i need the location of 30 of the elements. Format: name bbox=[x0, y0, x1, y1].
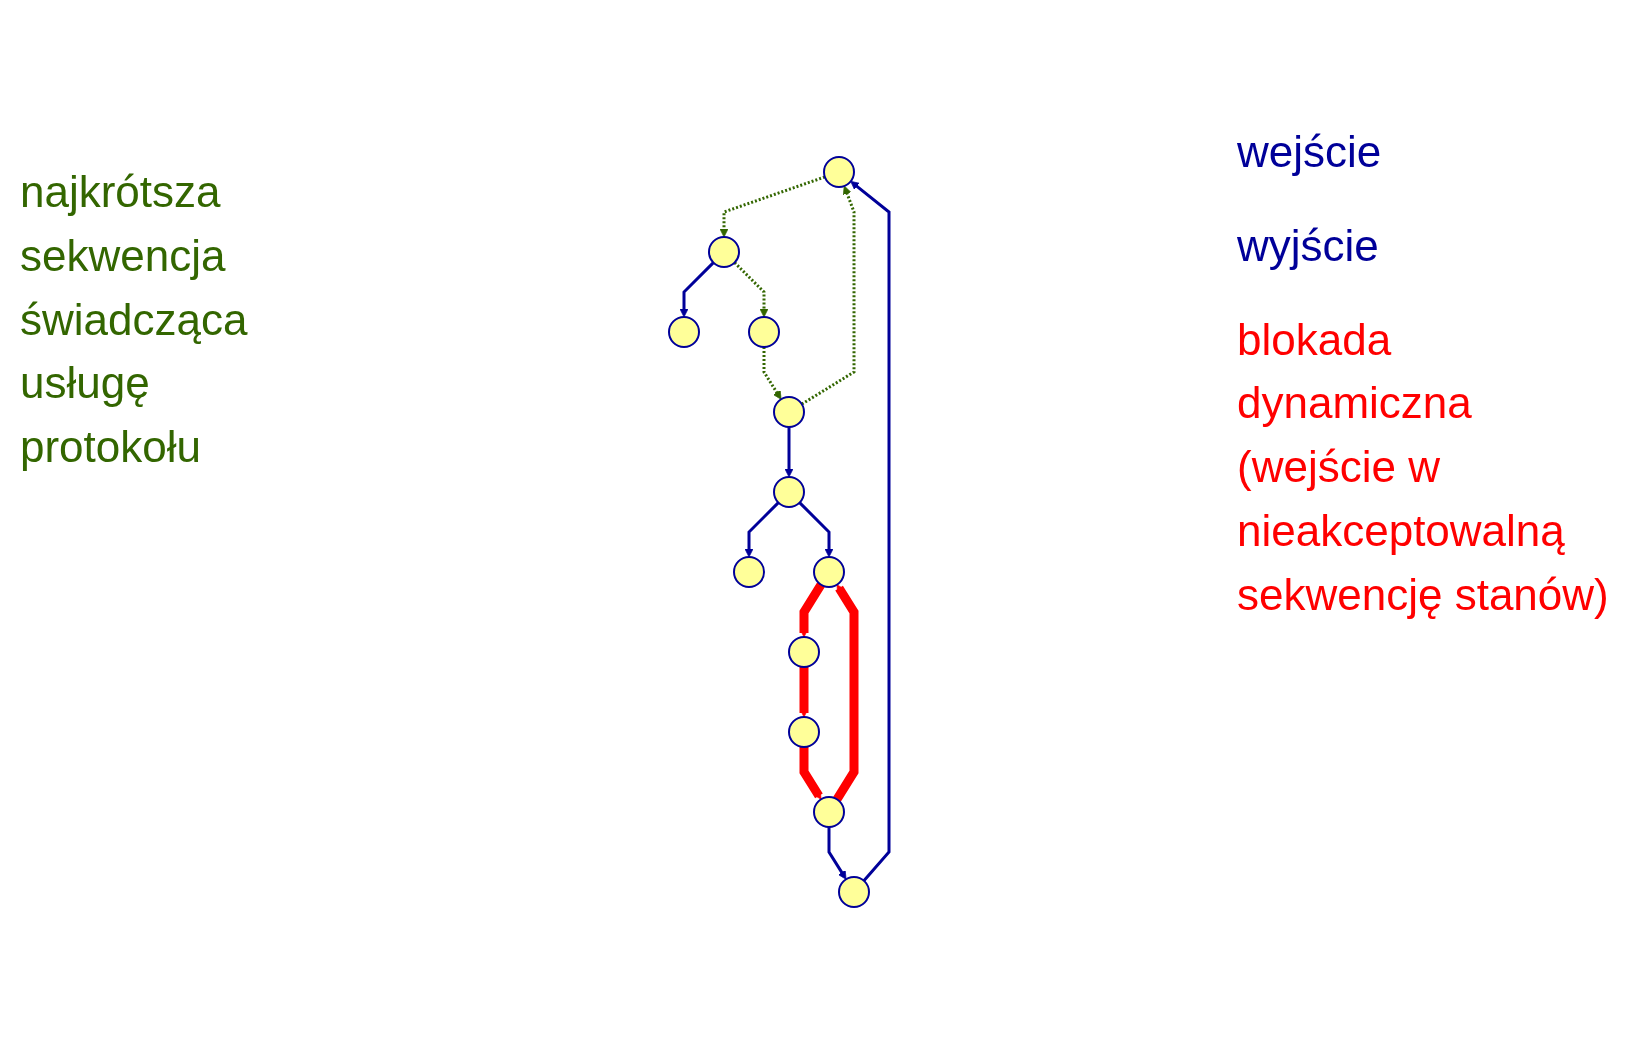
node-circle bbox=[812, 556, 845, 588]
arrow bbox=[799, 747, 823, 800]
arrow bbox=[849, 180, 890, 882]
arrow bbox=[719, 175, 825, 238]
node-circle bbox=[822, 156, 855, 188]
node-circle bbox=[732, 556, 765, 588]
node-circle bbox=[707, 236, 740, 268]
arrow bbox=[798, 501, 833, 558]
arrow bbox=[799, 667, 808, 718]
note-text: wejście bbox=[1237, 126, 1383, 178]
node-circle bbox=[747, 316, 780, 348]
arrow bbox=[733, 261, 768, 318]
note-text: najkrótsza sekwencja świadcząca usługę protokołu bbox=[20, 166, 249, 474]
arrow bbox=[679, 261, 714, 318]
arrow bbox=[762, 347, 781, 400]
note-text: blokada dynamiczna (wejście w nieakceptowalną sekwencję stanów) bbox=[1237, 313, 1610, 621]
arrow bbox=[832, 584, 858, 802]
node-circle bbox=[772, 476, 805, 508]
node-circle bbox=[787, 716, 820, 748]
arrow bbox=[744, 501, 779, 558]
node-circle bbox=[772, 396, 805, 428]
arrow bbox=[827, 827, 846, 880]
arrow bbox=[784, 427, 793, 478]
node-circle bbox=[812, 796, 845, 828]
node-circle bbox=[667, 316, 700, 348]
arrow bbox=[800, 185, 855, 406]
node-circle bbox=[837, 876, 870, 908]
arrow bbox=[799, 582, 825, 638]
node-circle bbox=[787, 636, 820, 668]
note-text: wyjście bbox=[1237, 219, 1380, 272]
